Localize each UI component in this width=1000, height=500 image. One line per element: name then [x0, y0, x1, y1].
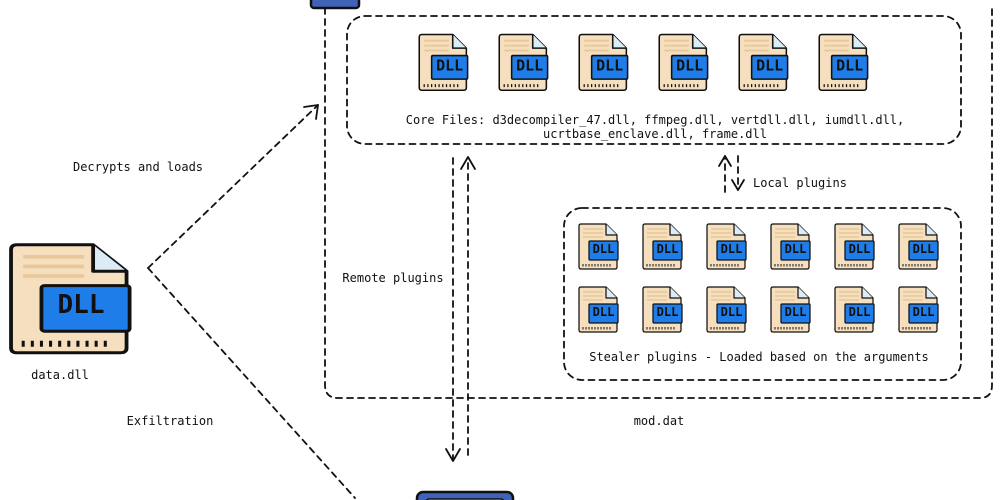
core-files-group: DLL DLL DLL DLL DLL DLL	[418, 33, 869, 92]
dll-badge-label: DLL	[913, 305, 935, 319]
dll-badge-label: DLL	[593, 242, 615, 256]
dll-badge-label: DLL	[657, 242, 679, 256]
exfiltration-arrow	[147, 267, 356, 499]
remote-plugins-down-arrowhead	[445, 448, 461, 462]
dll-badge-label: DLL	[836, 56, 863, 74]
dll-badge-label: DLL	[436, 56, 463, 74]
dll-badge-label: DLL	[785, 305, 807, 319]
dll-badge-label: DLL	[593, 305, 615, 319]
dll-badge-label: DLL	[516, 56, 543, 74]
dll-badge-label: DLL	[849, 305, 871, 319]
core-files-box	[346, 15, 962, 145]
dll-badge-label: DLL	[913, 242, 935, 256]
stealer-files-group: DLL DLL DLL DLL DLL DLL DLL DLL DLL DLL DLL DLL	[578, 223, 939, 333]
server-icon	[415, 490, 515, 500]
exfiltration-label: Exfiltration	[127, 414, 214, 428]
dll-badge-label: DLL	[756, 56, 783, 74]
core-files-caption-line2: ucrtbase_enclave.dll, frame.dll	[543, 127, 767, 141]
dll-badge-label: DLL	[785, 242, 807, 256]
dll-badge-label: DLL	[721, 242, 743, 256]
dll-badge-label: DLL	[58, 290, 105, 320]
decrypts-label: Decrypts and loads	[73, 160, 203, 174]
remote-plugins-label: Remote plugins	[342, 271, 443, 285]
decrypts-arrow	[147, 104, 319, 269]
local-plugins-label: Local plugins	[753, 176, 847, 190]
dll-badge-label: DLL	[596, 56, 623, 74]
dll-badge-label: DLL	[657, 305, 679, 319]
stealer-plugins-caption: Stealer plugins - Loaded based on the ar…	[589, 350, 929, 364]
stealer-plugins-box	[563, 207, 962, 381]
dll-badge-label: DLL	[676, 56, 703, 74]
decrypts-arrowhead	[303, 104, 319, 120]
data-dll-caption: data.dll	[31, 368, 89, 382]
server-icon	[309, 0, 361, 10]
mod-dat-caption: mod.dat	[634, 414, 685, 428]
dll-badge-label: DLL	[849, 242, 871, 256]
mod-dat-container	[324, 7, 993, 399]
dll-badge-label: DLL	[721, 305, 743, 319]
local-plugins-up-arrowhead	[718, 155, 732, 167]
core-files-caption-line1: Core Files: d3decompiler_47.dll, ffmpeg.…	[406, 113, 905, 127]
local-plugins-down-arrowhead	[731, 179, 745, 191]
remote-plugins-up-arrowhead	[460, 156, 476, 170]
